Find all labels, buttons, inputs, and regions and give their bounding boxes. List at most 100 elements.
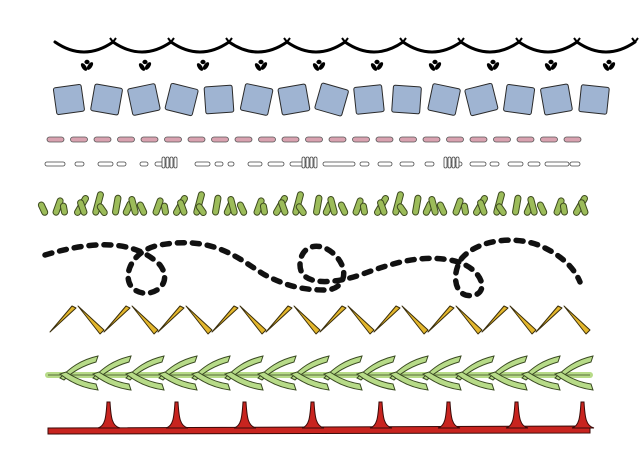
- scallop-point: [515, 37, 523, 43]
- fishbone-branch-lower: [520, 371, 561, 391]
- grass-stitch: [559, 202, 568, 216]
- pink-dash: [493, 136, 511, 143]
- chevron-stitch-up: [535, 305, 563, 333]
- seed-stitch: [97, 161, 114, 167]
- fishbone-branch-lower: [454, 371, 495, 391]
- grass-stitch: [377, 199, 388, 216]
- blanket-spike: [97, 401, 121, 429]
- scallop-point: [457, 37, 465, 43]
- scallop-point: [225, 37, 233, 43]
- grass-stitch: [359, 202, 368, 216]
- seed-stitch: [359, 161, 370, 167]
- leaf-cluster: [486, 59, 500, 71]
- seed-stitch: [44, 161, 66, 167]
- pink-dash: [328, 136, 347, 143]
- pink-dash: [140, 136, 159, 143]
- chevron-stitch-down: [509, 305, 537, 335]
- blanket-spike: [505, 401, 529, 429]
- blue-square-patch: [578, 84, 610, 115]
- fishbone-branch-lower: [190, 371, 231, 391]
- pink-dash: [117, 136, 135, 143]
- green-grass-stitch-row: [37, 191, 589, 217]
- blue-square-patch: [90, 83, 123, 116]
- black-dotted-loop-row: [42, 237, 583, 299]
- blue-square-patch-row: [52, 82, 610, 117]
- blanket-spike: [571, 401, 595, 429]
- grass-stitch: [327, 196, 338, 216]
- chevron-stitch-down: [455, 305, 483, 335]
- chevron-stitch-down: [401, 305, 429, 335]
- fishbone-branch-lower: [91, 371, 132, 391]
- blue-square-patch: [239, 83, 274, 116]
- seed-stitch-bar: [309, 156, 314, 169]
- leaf-cluster: [544, 59, 558, 71]
- blue-square-patch: [164, 82, 199, 117]
- green-fishbone-stitch-row: [45, 355, 594, 391]
- seed-stitch-bar: [169, 156, 174, 169]
- fishbone-branch-lower: [553, 371, 594, 391]
- seed-stitch: [247, 161, 263, 167]
- chevron-stitch-down: [239, 305, 267, 335]
- seed-stitch: [214, 161, 224, 167]
- scallop-point: [341, 37, 349, 43]
- grass-stitch: [177, 199, 188, 216]
- chevron-stitch-up: [211, 305, 239, 333]
- red-blanket-stitch-row: [47, 401, 595, 435]
- blanket-spike: [301, 401, 325, 429]
- seed-stitch: [469, 161, 487, 167]
- leaf-cluster: [138, 59, 152, 71]
- fishbone-branch-lower: [322, 371, 363, 391]
- fishbone-branch-lower: [487, 371, 528, 391]
- pink-dash: [211, 136, 229, 143]
- grass-stitch: [152, 197, 164, 216]
- seed-stitch: [322, 161, 356, 167]
- seed-stitch: [116, 161, 127, 167]
- white-seed-stitch-row: [44, 156, 581, 169]
- grass-stitch: [236, 201, 248, 216]
- pink-dash: [540, 136, 558, 143]
- grass-stitch: [112, 194, 122, 216]
- fishbone-branch-lower: [289, 371, 330, 391]
- grass-stitch: [512, 194, 522, 216]
- seed-stitch-bar: [443, 156, 448, 169]
- grass-stitch: [536, 201, 548, 216]
- grass-stitch: [77, 199, 88, 216]
- grass-stitch: [227, 196, 238, 216]
- seed-stitch: [569, 161, 581, 167]
- grass-stitch: [477, 199, 488, 216]
- pink-dash: [70, 136, 88, 143]
- pink-dash: [305, 136, 323, 143]
- grass-stitch: [160, 202, 169, 216]
- leaf-cluster: [254, 59, 268, 71]
- leaf-cluster: [370, 59, 384, 71]
- seed-stitch: [507, 161, 524, 167]
- pink-dash: [281, 136, 300, 143]
- yellow-chevron-stitch-row: [49, 305, 591, 335]
- pink-dash: [352, 136, 370, 143]
- chevron-stitch-up: [157, 305, 185, 333]
- grass-stitch: [136, 201, 148, 216]
- pink-dash: [399, 136, 417, 143]
- grass-stitch: [259, 202, 268, 216]
- grass-stitch: [128, 196, 139, 216]
- blanket-spike: [233, 401, 257, 429]
- grass-stitch: [295, 203, 307, 217]
- seed-stitch: [267, 161, 285, 167]
- fishbone-branch-lower: [124, 371, 165, 391]
- pink-dash: [234, 136, 253, 143]
- grass-stitch: [337, 201, 349, 216]
- grass-stitch: [313, 194, 323, 216]
- chevron-stitch-up: [265, 305, 293, 333]
- seed-stitch-bar: [165, 156, 170, 169]
- seed-stitch: [227, 161, 235, 167]
- grass-stitch: [195, 203, 207, 217]
- blue-square-patch: [127, 83, 161, 116]
- leaf-cluster: [312, 59, 326, 71]
- blue-square-patch: [353, 84, 385, 115]
- scallop-point: [399, 37, 407, 43]
- seed-stitch-bar: [455, 156, 460, 169]
- pink-dash: [375, 136, 394, 143]
- seed-stitch: [527, 161, 541, 167]
- pink-dash: [516, 136, 535, 143]
- seed-stitch: [399, 161, 415, 167]
